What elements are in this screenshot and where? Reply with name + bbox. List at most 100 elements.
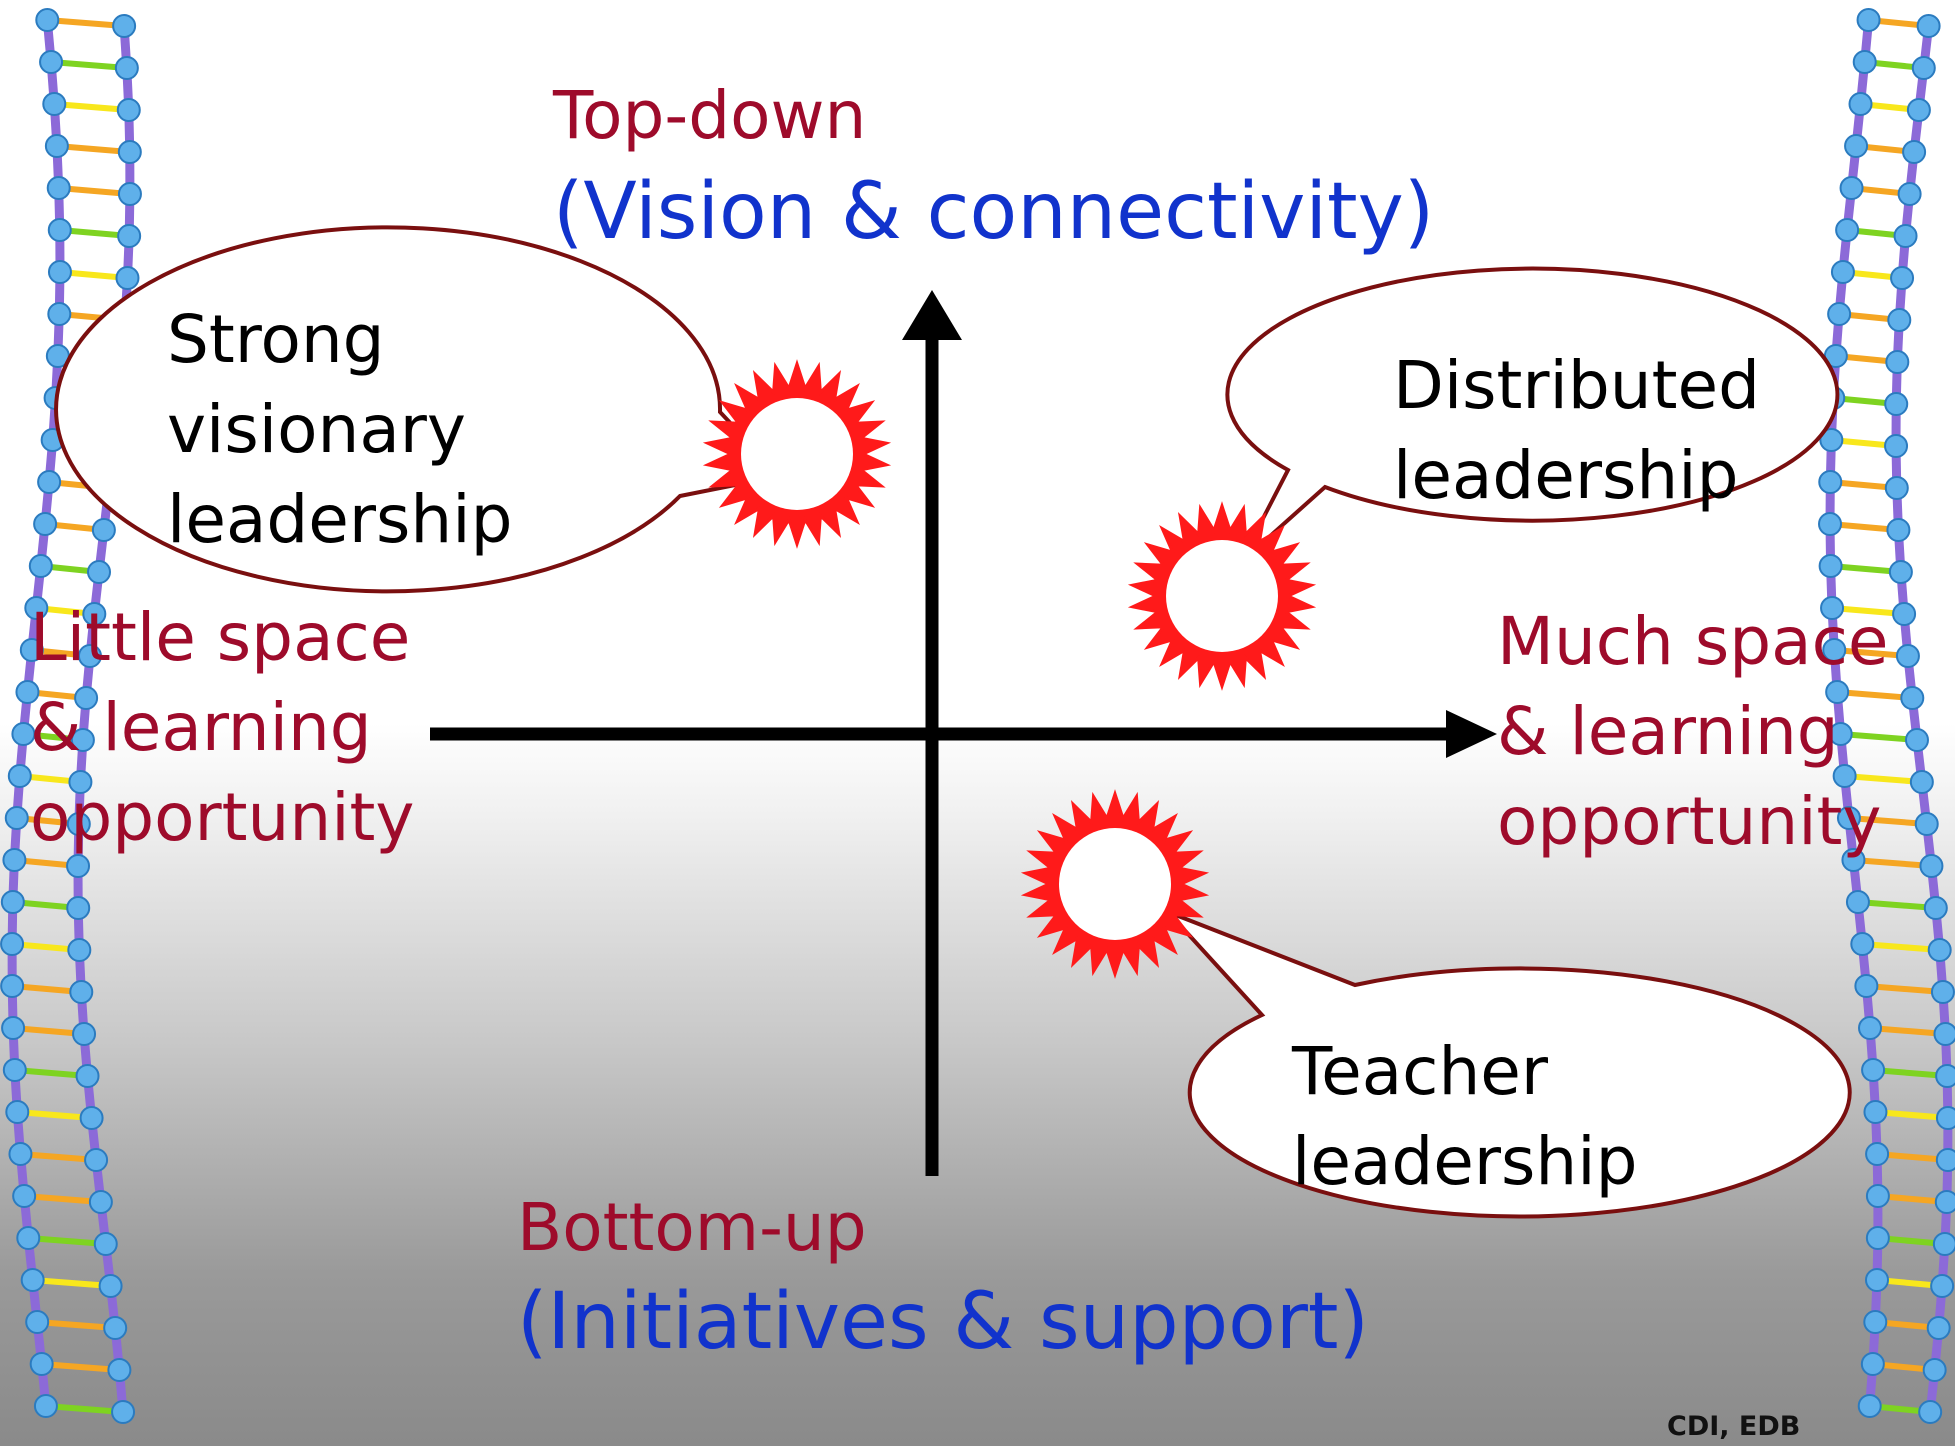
callout-teacher-line-1: Teacher: [1292, 1033, 1549, 1110]
horizontal-axis-arrowhead: [1446, 710, 1497, 758]
dna-node: [1865, 1226, 1890, 1250]
dna-node: [2, 848, 27, 872]
bottom-axis-title: Bottom-up: [517, 1189, 867, 1266]
dna-node: [47, 302, 72, 326]
dna-node: [1930, 1274, 1955, 1298]
dna-node: [1836, 806, 1861, 830]
dna-node: [67, 938, 92, 962]
dna-rung: [36, 1319, 116, 1331]
dna-node: [1895, 644, 1920, 668]
dna-node: [1934, 1190, 1955, 1214]
dna-node: [1858, 1016, 1883, 1040]
dna-node: [35, 8, 60, 32]
right-axis-label-line-3: opportunity: [1497, 783, 1882, 860]
dna-node: [1860, 1352, 1885, 1376]
dna-node: [112, 14, 137, 38]
dna-node: [117, 182, 142, 206]
dna-node: [77, 644, 102, 668]
dna-node: [75, 1064, 100, 1088]
dna-node: [37, 470, 62, 494]
dna-strand-left-decoration: [0, 8, 142, 1424]
dna-node: [1820, 596, 1845, 620]
dna-node: [84, 1148, 109, 1172]
starburst-distributed-center: [1166, 540, 1278, 652]
dna-node: [117, 224, 142, 248]
dna-node: [1825, 680, 1850, 704]
dna-node: [1887, 308, 1912, 332]
dna-node: [1911, 56, 1936, 80]
dna-node: [1914, 812, 1939, 836]
dna-node: [1918, 1400, 1943, 1424]
dna-node: [1897, 182, 1922, 206]
dna-node: [68, 770, 93, 794]
dna-node: [72, 1022, 97, 1046]
dna-node: [79, 1106, 104, 1130]
dna-node: [1844, 134, 1869, 158]
dna-node: [1886, 518, 1911, 542]
dna-node: [29, 1352, 54, 1376]
dna-node: [1818, 470, 1843, 494]
dna-node: [1884, 434, 1909, 458]
dna-node: [12, 1184, 37, 1208]
dna-node: [1935, 1064, 1955, 1088]
dna-node: [1890, 266, 1915, 290]
dna-node: [115, 266, 140, 290]
dna-node: [33, 1394, 58, 1418]
dna-node: [1857, 1394, 1882, 1418]
dna-node: [28, 554, 53, 578]
dna-node: [46, 176, 71, 200]
dna-node: [1861, 1058, 1886, 1082]
dna-node: [66, 854, 91, 878]
dna-node: [1885, 350, 1910, 374]
dna-node: [1884, 476, 1909, 500]
dna-node: [1933, 1022, 1955, 1046]
dna-node: [44, 134, 69, 158]
dna-rung: [47, 17, 125, 29]
dna-node: [1904, 728, 1929, 752]
callout-distributed-line-1: Distributed: [1393, 347, 1760, 424]
dna-node: [1893, 224, 1918, 248]
dna-backbone: [1825, 19, 1883, 1407]
dna-node: [8, 1142, 33, 1166]
dna-rung: [1844, 773, 1923, 785]
dna-rung: [56, 143, 131, 155]
dna-node: [1916, 14, 1941, 38]
dna-node: [1818, 512, 1843, 536]
callout-bubble-distributed: [1225, 266, 1840, 565]
dna-node: [1865, 1184, 1890, 1208]
callout-distributed-line-2: leadership: [1393, 437, 1739, 514]
dna-node: [42, 92, 67, 116]
dna-node: [0, 890, 25, 914]
dna-node: [2, 1058, 27, 1082]
dna-rung: [23, 1193, 102, 1205]
dna-node: [1865, 1142, 1890, 1166]
dna-node: [1926, 1316, 1951, 1340]
dna-rung: [45, 1403, 124, 1415]
credit-text: CDI, EDB: [1667, 1411, 1801, 1442]
dna-node: [1854, 974, 1879, 998]
dna-strand-right-decoration: [1818, 8, 1955, 1424]
dna-node: [74, 686, 99, 710]
top-axis-subtitle: (Vision & connectivity): [553, 167, 1435, 257]
starburst-teacher-center: [1059, 828, 1171, 940]
dna-rung: [1872, 1067, 1948, 1079]
vertical-axis-arrowhead: [902, 290, 962, 340]
dna-node: [82, 602, 107, 626]
dna-node: [1884, 392, 1909, 416]
dna-node: [7, 764, 32, 788]
dna-node: [1828, 722, 1853, 746]
dna-node: [15, 680, 40, 704]
dna-node: [47, 218, 72, 242]
starburst-strong-visionary-center: [741, 398, 853, 510]
callout-strong-visionary-line-2: visionary: [167, 391, 466, 468]
dna-node: [66, 896, 91, 920]
dna-rung: [1857, 899, 1937, 911]
dna-rung: [1848, 815, 1927, 827]
top-axis-title: Top-down: [553, 77, 867, 154]
dna-rung: [17, 1109, 92, 1121]
dna-rung: [28, 1235, 106, 1247]
callout-bubble-teacher: [1166, 910, 1852, 1219]
dna-node: [1839, 176, 1864, 200]
